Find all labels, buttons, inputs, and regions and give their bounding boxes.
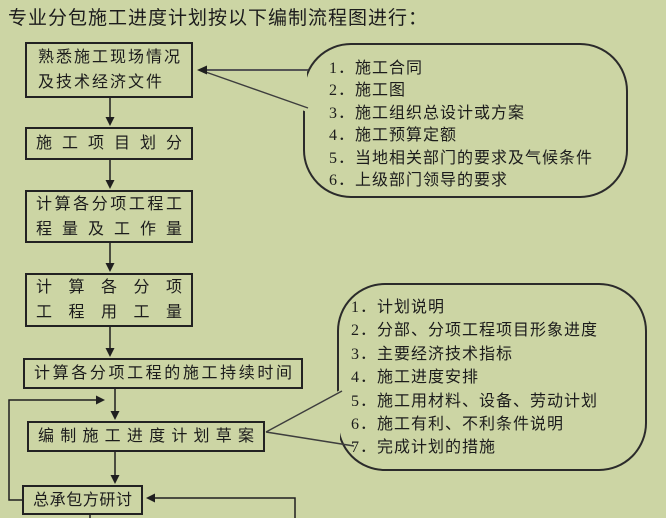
callout-plan-contents-item7: 7．完成计划的措施 [351, 439, 497, 457]
callout-planning-basis-item6: 6．上级部门领导的要求 [329, 172, 509, 190]
callout-planning-basis-tail [197, 65, 309, 112]
flow-box-work-quantity-line1: 计算各分项工程工 [36, 195, 182, 213]
callout-planning-basis-item1: 1．施工合同 [329, 60, 424, 77]
arrow-draft-to-review [110, 452, 120, 484]
flow-box-work-quantity: 计算各分项工程工 程量及工作量 [25, 190, 193, 243]
callout-planning-basis-item2: 2．施工图 [329, 82, 407, 100]
arrow-familiarize-to-division [105, 98, 115, 126]
flow-box-familiarize-line2: 及技术经济文件 [38, 74, 165, 91]
callout-plan-contents-item1: 1．计划说明 [351, 299, 446, 316]
flow-box-labor-quantity-line2: 工程用工量 [36, 304, 182, 321]
arrow-duration-to-draft [110, 389, 120, 420]
callout-plan-contents: 1．计划说明 2．分部、分项工程项目形象进度 3．主要经济技术指标 4．施工进度… [337, 283, 647, 471]
arrow-quantity-to-labor [105, 243, 115, 272]
callout-plan-contents-item2: 2．分部、分项工程项目形象进度 [351, 322, 599, 340]
flow-box-draft-plan-line: 编制施工进度计划草案 [38, 428, 254, 445]
callout-planning-basis-item3: 3．施工组织总设计或方案 [329, 104, 526, 122]
arrow-return-to-review [146, 493, 296, 518]
callout-planning-basis-item5: 5．当地相关部门的要求及气候条件 [329, 149, 594, 167]
callout-plan-contents-item5: 5．施工用材料、设备、劳动计划 [351, 392, 599, 410]
callout-planning-basis: 1．施工合同 2．施工图 3．施工组织总设计或方案 4．施工预算定额 5．当地相… [303, 43, 628, 198]
flow-box-project-division: 施工项目划分 [25, 127, 193, 160]
page-title: 专业分包施工进度计划按以下编制流程图进行： [8, 8, 429, 29]
callout-planning-basis-item4: 4．施工预算定额 [329, 127, 458, 145]
arrow-labor-to-duration [105, 327, 115, 357]
flow-box-duration-line: 计算各分项工程的施工持续时间 [34, 365, 292, 382]
flow-box-draft-plan: 编制施工进度计划草案 [27, 421, 265, 452]
callout-plan-contents-item3: 3．主要经济技术指标 [351, 345, 514, 363]
flow-box-familiarize: 熟悉施工现场情况 及技术经济文件 [25, 42, 193, 98]
flow-box-familiarize-line1: 熟悉施工现场情况 [38, 49, 183, 66]
callout-plan-contents-item4: 4．施工进度安排 [351, 369, 480, 387]
flow-box-work-quantity-line2: 程量及工作量 [36, 220, 182, 238]
flow-box-contractor-review-line: 总承包方研讨 [33, 491, 132, 509]
flow-box-duration: 计算各分项工程的施工持续时间 [23, 358, 303, 389]
flow-box-labor-quantity-line1: 计算各分项 [36, 279, 182, 296]
flow-box-contractor-review: 总承包方研讨 [22, 485, 143, 515]
callout-plan-contents-item6: 6．施工有利、不利条件说明 [351, 416, 565, 434]
flow-box-labor-quantity: 计算各分项 工程用工量 [25, 273, 193, 327]
arrow-division-to-quantity [105, 160, 115, 189]
flow-box-project-division-line: 施工项目划分 [36, 135, 182, 152]
